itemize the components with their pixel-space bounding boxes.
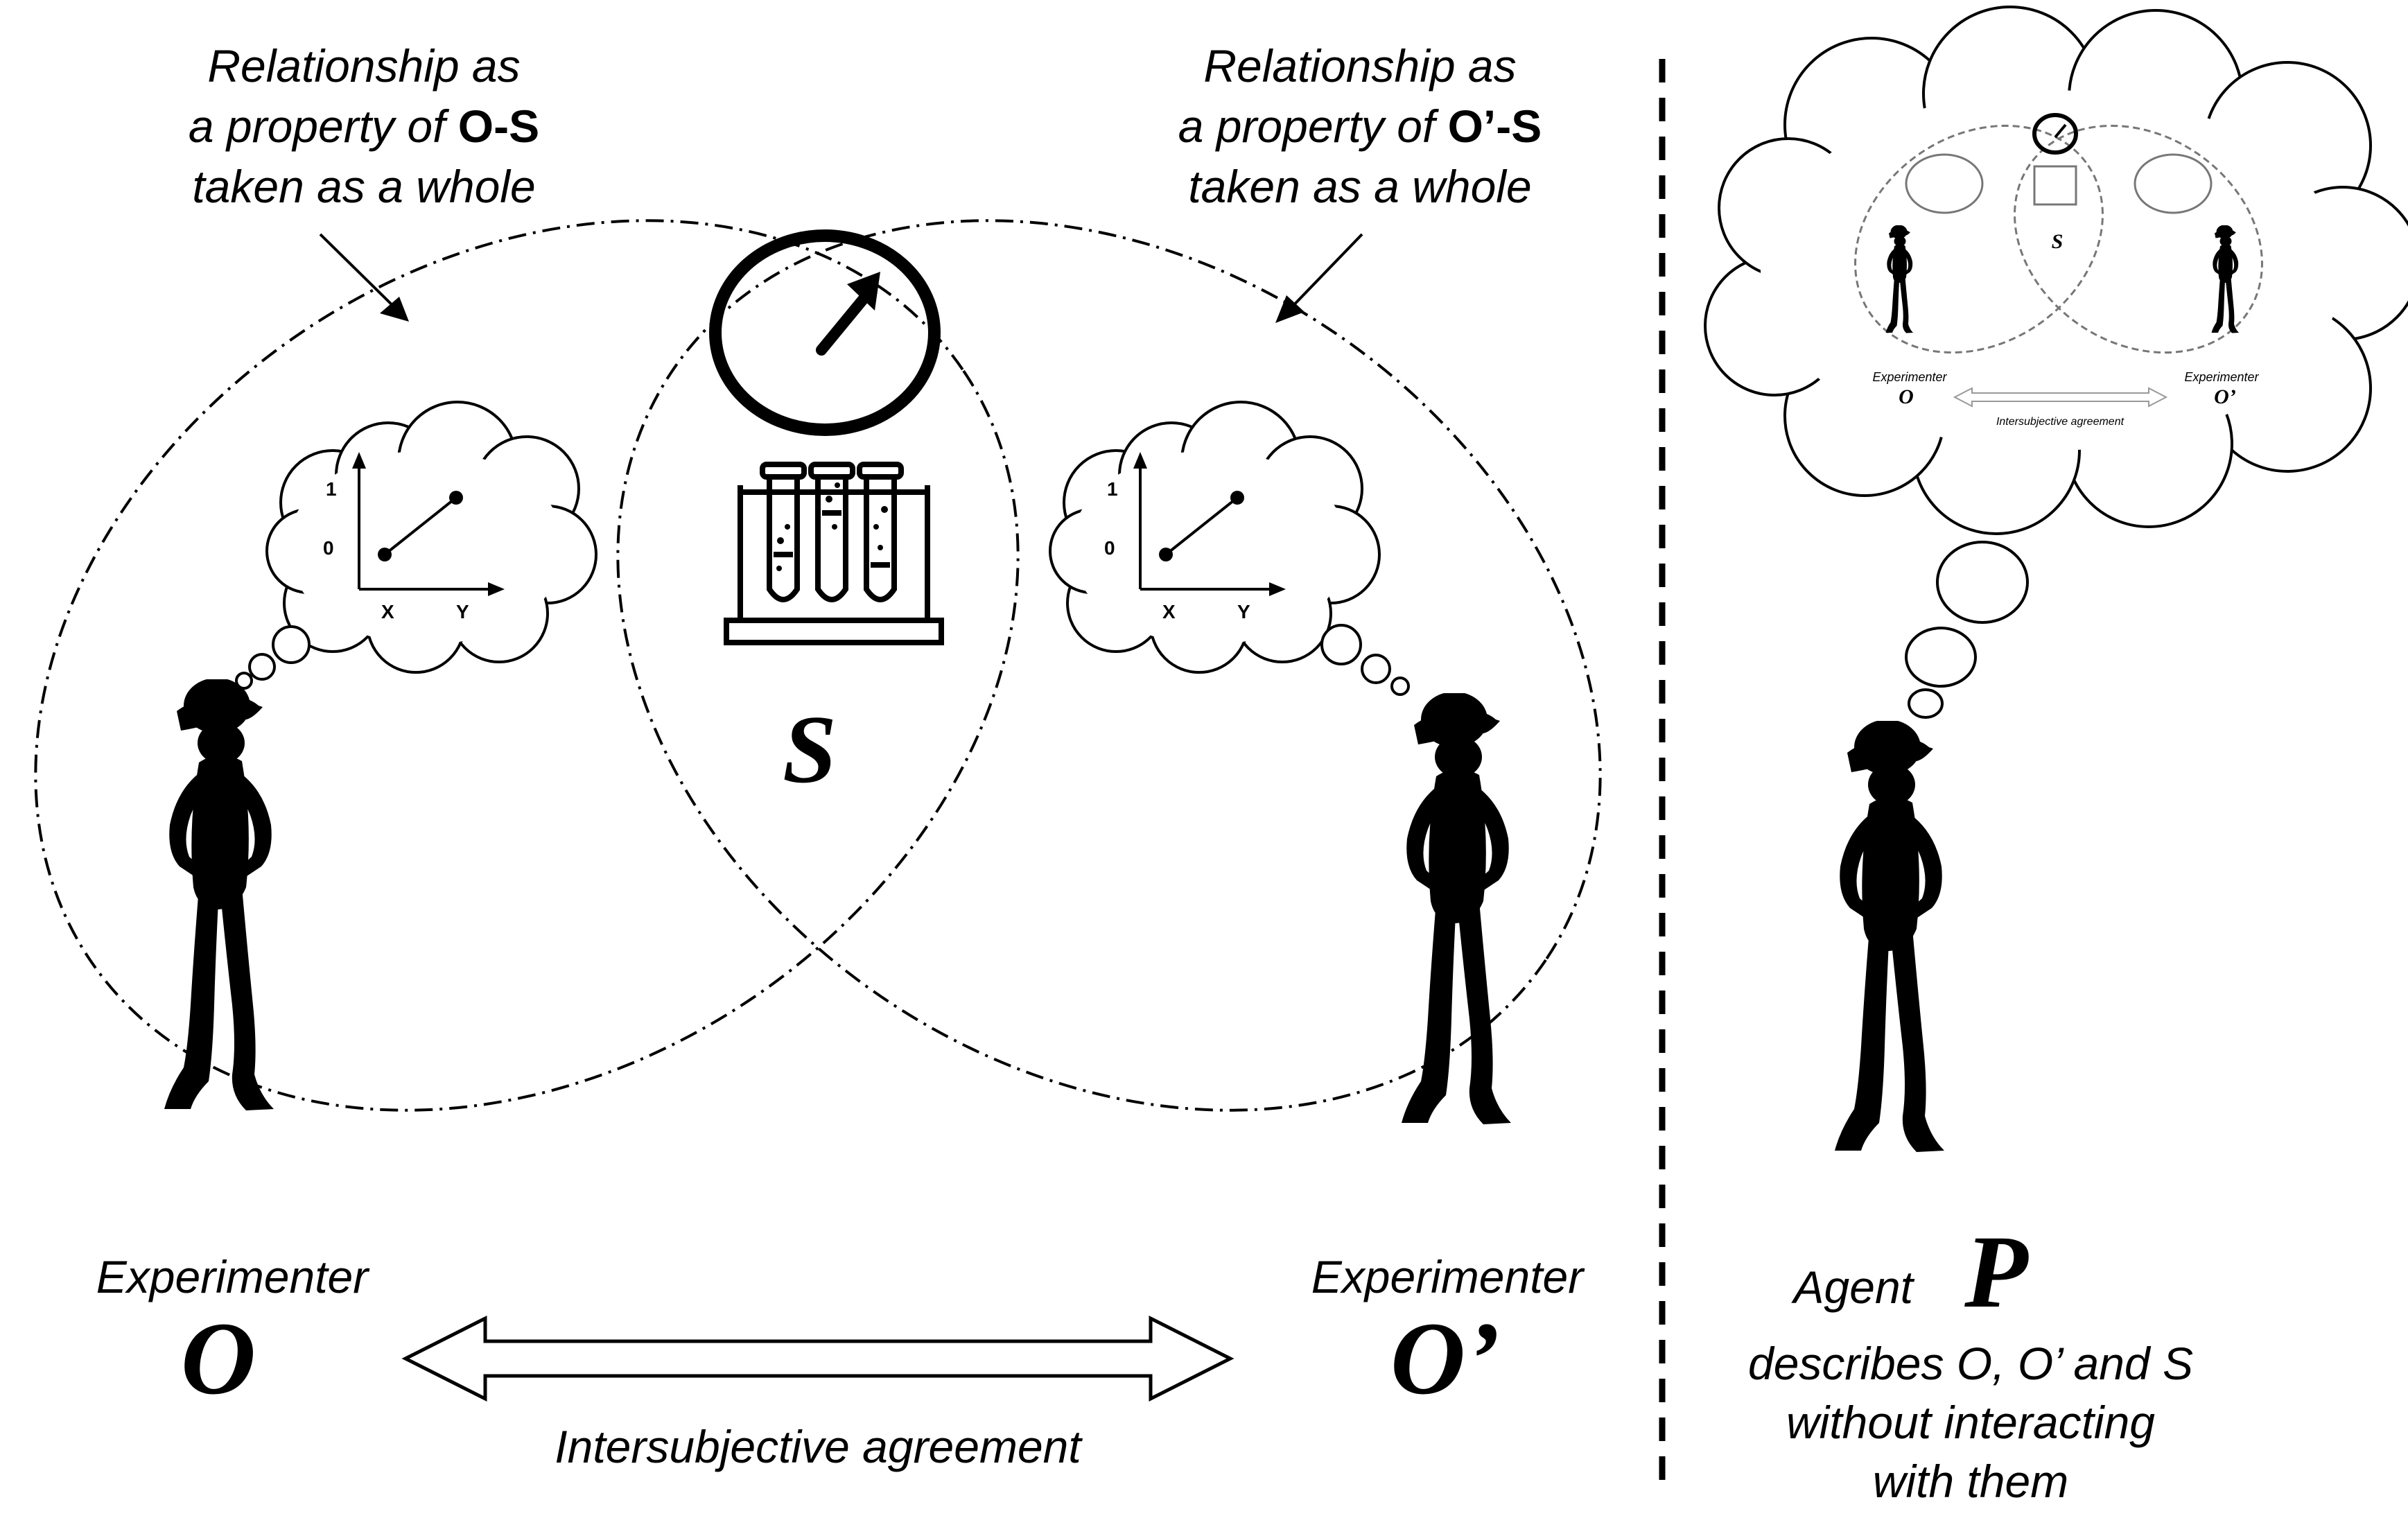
- mini-right-role: Experimenter: [2184, 370, 2259, 384]
- agent-symbol: P: [1964, 1214, 2029, 1329]
- agent-p-figure: [1835, 721, 1944, 1152]
- ops-annotation-line1: Relationship as: [1203, 40, 1516, 91]
- experimenter-o-prime-role: Experimenter: [1311, 1251, 1586, 1302]
- agent-desc-line1: describes O, O’ and S: [1748, 1338, 2193, 1389]
- graph-x-label-right: X: [1162, 601, 1176, 622]
- agent-desc-line2: without interacting: [1786, 1397, 2155, 1448]
- ops-relationship-ellipse: [616, 219, 1602, 1112]
- experimenter-o-symbol: O: [181, 1301, 256, 1416]
- mini-left-role: Experimenter: [1872, 370, 1947, 384]
- ops-annotation-line2: a property of O’-S: [1178, 101, 1542, 152]
- agent-prefix: Agent: [1791, 1262, 1915, 1313]
- test-tube-rack-icon: [724, 462, 944, 645]
- os-relationship-ellipse: [34, 219, 1020, 1112]
- ops-pointer-arrow: [1275, 233, 1363, 323]
- intersubjective-agreement-label: Intersubjective agreement: [555, 1421, 1083, 1472]
- left-thought-cloud: [235, 401, 597, 690]
- os-annotation: Relationship as a property of O-S taken …: [189, 40, 539, 212]
- os-annotation-line1: Relationship as: [207, 40, 520, 91]
- os-pointer-arrow: [319, 233, 409, 322]
- left-graph: 1 0 X Y: [323, 452, 505, 622]
- experimenter-o-prime-figure: [1402, 693, 1511, 1124]
- right-graph: 1 0 X Y: [1104, 452, 1286, 622]
- graph-point-high: [449, 491, 463, 505]
- graph-y-label-right: Y: [1237, 601, 1250, 622]
- mini-left-symbol: O: [1899, 385, 1914, 408]
- tube-bubbles: [776, 482, 888, 571]
- graph-y-tick-low: 0: [323, 537, 334, 559]
- graph-y-label: Y: [456, 601, 469, 622]
- os-annotation-line2: a property of O-S: [189, 101, 539, 152]
- mini-system-label: S: [2052, 230, 2064, 253]
- experimenter-o-figure: [164, 679, 274, 1110]
- ops-annotation-line3: taken as a whole: [1188, 161, 1531, 212]
- graph-y-tick-high-right: 1: [1107, 478, 1118, 500]
- experimenter-o-role: Experimenter: [96, 1251, 371, 1302]
- intersubjective-agreement-arrow: [401, 1315, 1234, 1402]
- agent-desc-line3: with them: [1873, 1456, 2068, 1507]
- mini-right-symbol: O’: [2214, 385, 2236, 408]
- mini-agreement-arrow: [1953, 387, 2168, 408]
- graph-y-tick-low-right: 0: [1104, 537, 1115, 559]
- graph-y-tick-high: 1: [326, 478, 337, 500]
- mini-agreement-label: Intersubjective agreement: [1996, 416, 2125, 428]
- experimenter-o-prime-symbol: O’: [1390, 1301, 1500, 1416]
- system-label: S: [783, 696, 837, 803]
- gauge-icon: [709, 229, 941, 436]
- graph-x-label: X: [381, 601, 394, 622]
- graph-point-low: [378, 548, 392, 561]
- ops-annotation: Relationship as a property of O’-S taken…: [1178, 40, 1542, 212]
- os-annotation-line3: taken as a whole: [192, 161, 535, 212]
